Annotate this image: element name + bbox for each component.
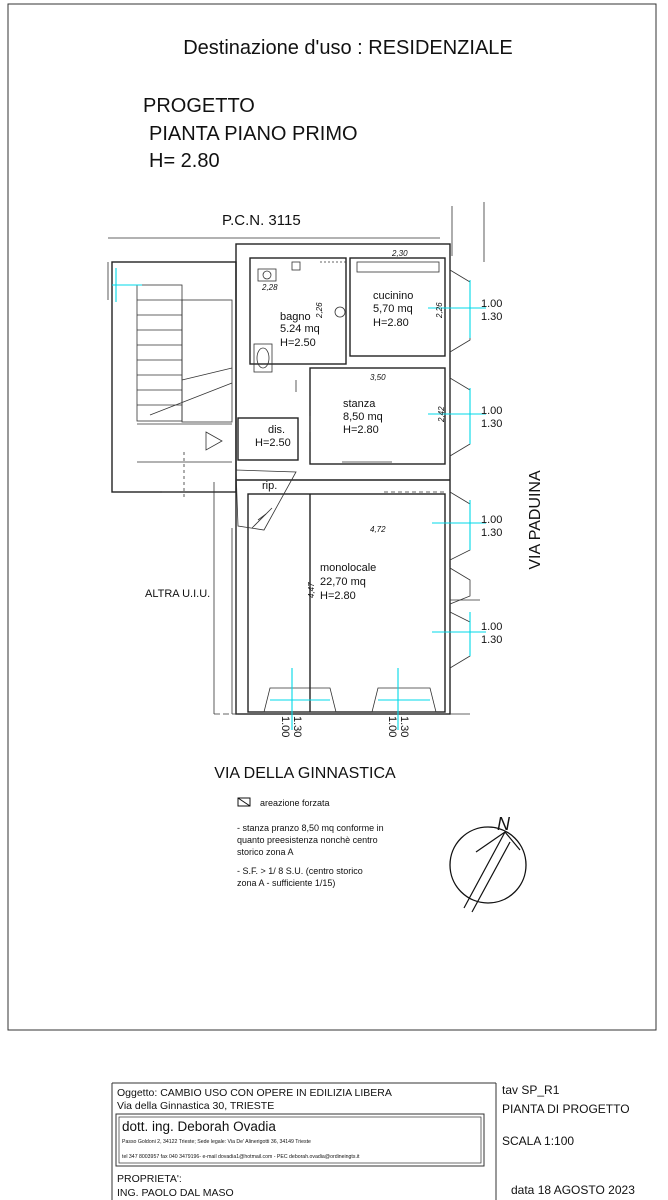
dim-228: 2,28 xyxy=(261,283,278,292)
owner-name: ING. PAOLO DAL MASO xyxy=(117,1187,234,1199)
dim-350: 3,50 xyxy=(370,373,386,382)
room-dis: dis. H=2.50 xyxy=(255,424,291,449)
room-area: 8,50 mq xyxy=(343,411,383,423)
drawing-frame xyxy=(7,3,657,1031)
legend-note-line: zona A - sufficiente 1/15) xyxy=(237,878,335,888)
window-label-a: 1.00 xyxy=(481,514,502,526)
dim-226b: 2,26 xyxy=(435,302,444,319)
window-label-a: 1.00 xyxy=(481,621,502,633)
room-height: H=2.50 xyxy=(280,337,316,349)
destination-title: Destinazione d'uso : RESIDENZIALE xyxy=(183,37,513,59)
window-label-b: 1.30 xyxy=(481,418,502,430)
engineer-address: Passo Goldoni 2, 34122 Trieste; Sede leg… xyxy=(122,1139,311,1145)
window-label-b: 1.30 xyxy=(481,634,502,646)
room-cucinino: cucinino 5,70 mq H=2.80 xyxy=(373,290,413,329)
project-line-2: PIANTA PIANO PRIMO xyxy=(149,123,358,145)
room-area: 5,70 mq xyxy=(373,303,413,315)
dim-472: 4,72 xyxy=(370,525,386,534)
legend-symbol-label: areazione forzata xyxy=(260,798,330,808)
engineer-contacts: tel 347 8003957 fax 040 3479196- e-mail … xyxy=(122,1154,360,1160)
window-label-a: 1.00 xyxy=(481,298,502,310)
legend-note-line: quanto preesistenza nonchè centro xyxy=(237,835,378,845)
north-arrow-icon: N xyxy=(449,814,527,913)
legend-note-line: - stanza pranzo 8,50 mq conforme in xyxy=(237,823,384,833)
room-rip: rip. xyxy=(262,480,277,492)
window-label-a: 1.00 xyxy=(279,716,291,737)
window-label-a: 1.00 xyxy=(481,405,502,417)
room-name: dis. xyxy=(268,424,285,436)
window-label-b: 1.30 xyxy=(481,311,502,323)
legend-note-line: - S.F. > 1/ 8 S.U. (centro storico xyxy=(237,866,363,876)
title-block: Oggetto: CAMBIO USO CON OPERE IN EDILIZI… xyxy=(111,1082,635,1200)
north-label: N xyxy=(497,814,511,834)
title-oggetto: Oggetto: CAMBIO USO CON OPERE IN EDILIZI… xyxy=(117,1087,392,1099)
legend: areazione forzata - stanza pranzo 8,50 m… xyxy=(237,797,384,888)
window-label-b: 1.30 xyxy=(398,716,410,737)
room-monolocale: monolocale 22,70 mq H=2.80 xyxy=(320,562,376,602)
apartment-walls xyxy=(235,243,451,715)
tav-code: tav SP_R1 xyxy=(502,1083,560,1097)
room-name: bagno xyxy=(280,311,311,323)
room-name: stanza xyxy=(343,398,376,410)
window-labels: 1.00 1.30 1.00 1.30 1.00 1.30 1.00 1.30 … xyxy=(279,298,502,737)
date-label: data 18 AGOSTO 2023 xyxy=(511,1183,635,1197)
proprieta-label: PROPRIETA': xyxy=(117,1173,182,1185)
room-stanza: stanza 8,50 mq H=2.80 xyxy=(343,398,383,436)
other-unit-label: ALTRA U.I.U. xyxy=(145,588,210,600)
room-area: 22,70 mq xyxy=(320,576,366,588)
room-height: H=2.80 xyxy=(373,317,409,329)
dim-230: 2,30 xyxy=(391,249,408,258)
title-address: Via della Ginnastica 30, TRIESTE xyxy=(117,1100,274,1112)
dim-226a: 2,26 xyxy=(315,302,324,319)
parcel-label: P.C.N. 3115 xyxy=(222,212,301,229)
room-height: H=2.80 xyxy=(343,424,379,436)
dim-242: 2,42 xyxy=(437,406,446,423)
project-line-3: H= 2.80 xyxy=(149,150,220,172)
engineer-box xyxy=(115,1113,485,1167)
window-label-b: 1.30 xyxy=(291,716,303,737)
dim-447: 4,47 xyxy=(307,582,316,598)
room-name: rip. xyxy=(262,480,277,492)
room-bagno: bagno 5.24 mq H=2.50 xyxy=(280,311,320,349)
dimension-labels: 2,30 2,28 2,26 2,26 3,50 2,42 4,72 4,47 xyxy=(261,249,446,598)
street-east-label: VIA PADUINA xyxy=(527,470,544,570)
legend-note-line: storico zona A xyxy=(237,847,294,857)
sheet-name: PIANTA DI PROGETTO xyxy=(502,1102,630,1116)
floor-plan xyxy=(107,202,486,730)
room-name: monolocale xyxy=(320,562,376,574)
room-area: 5.24 mq xyxy=(280,323,320,335)
window-label-b: 1.30 xyxy=(481,527,502,539)
project-line-1: PROGETTO xyxy=(143,95,255,117)
room-height: H=2.80 xyxy=(320,590,356,602)
staircase xyxy=(111,261,237,500)
window-label-a: 1.00 xyxy=(386,716,398,737)
room-name: cucinino xyxy=(373,290,413,302)
forced-ventilation-symbol-icon xyxy=(237,797,251,807)
engineer-name: dott. ing. Deborah Ovadia xyxy=(122,1119,276,1134)
room-height: H=2.50 xyxy=(255,437,291,449)
window-markers xyxy=(112,268,486,730)
scale-label: SCALA 1:100 xyxy=(502,1134,574,1148)
street-south-label: VIA DELLA GINNASTICA xyxy=(214,765,396,782)
